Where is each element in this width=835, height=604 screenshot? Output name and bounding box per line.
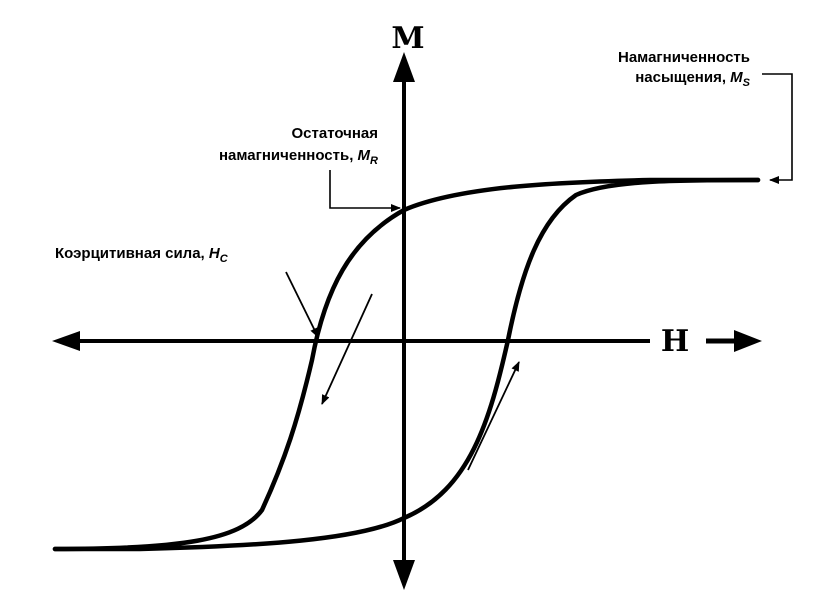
h-axis-left-arrowhead xyxy=(52,331,80,351)
h-axis xyxy=(52,330,762,352)
ascending-direction-arrow xyxy=(467,361,520,471)
m-axis-bottom-arrowhead xyxy=(393,560,415,590)
m-axis-top-arrowhead xyxy=(393,52,415,82)
hysteresis-lower-branch xyxy=(52,177,761,552)
saturation-annotation: Намагниченность насыщения, MS xyxy=(618,49,751,89)
m-axis xyxy=(393,52,415,590)
descending-direction-arrow xyxy=(321,293,373,405)
saturation-line2: насыщения, MS xyxy=(635,69,750,89)
h-axis-right-arrowhead xyxy=(734,330,762,352)
remanence-line1: Остаточная xyxy=(292,125,379,142)
saturation-line1: Намагниченность xyxy=(618,49,750,66)
hysteresis-upper-branch xyxy=(52,177,761,552)
saturation-leader-line xyxy=(762,73,793,184)
remanence-annotation: Остаточная намагниченность, MR xyxy=(219,125,378,167)
m-axis-label: M xyxy=(391,21,424,56)
remanence-leader-line xyxy=(329,170,401,212)
h-axis-label: H xyxy=(661,324,689,359)
coercivity-leader-line xyxy=(285,271,319,338)
coercivity-annotation: Коэрцитивная сила, HC xyxy=(55,245,229,265)
remanence-line2: намагниченность, MR xyxy=(219,147,378,167)
